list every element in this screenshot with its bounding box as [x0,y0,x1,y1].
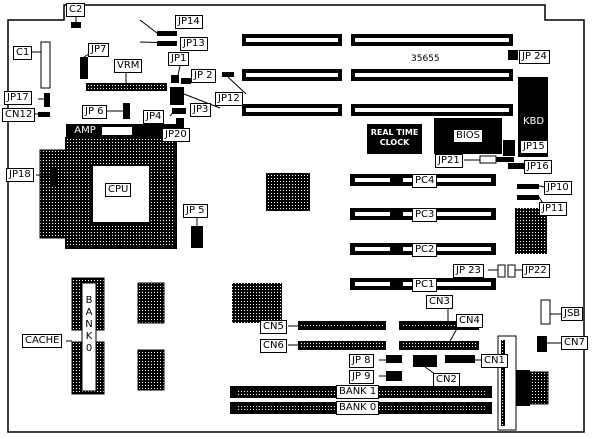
board-outline [7,4,585,433]
label-jp4: JP4 [143,110,165,124]
label-amp: AMP [74,125,96,136]
jp23-jumper [497,264,506,278]
label-jp3: JP3 [190,103,212,117]
label-jp16: JP16 [524,160,552,174]
jp2-jumper [181,78,191,84]
label-jp12: JP12 [215,92,243,106]
label-jp13: JP13 [180,37,208,51]
label-cn6: CN6 [260,339,287,353]
jp5-jumper [191,226,203,248]
real-time-clock-chip [367,124,422,154]
jp8-jumper [386,355,402,363]
label-jp6: JP 6 [82,105,107,119]
label-c1: C1 [13,46,33,60]
label-jp24: JP 24 [519,50,550,64]
c1-connector [40,41,51,89]
jp20-jumper [176,118,184,132]
label-pc1: PC1 [412,278,438,292]
cn2-connector [413,355,437,367]
label-jp2: JP 2 [191,69,216,83]
label-pc3: PC3 [412,208,438,222]
isa-slots [242,34,513,116]
rear-connector [497,335,517,431]
label-jp21: JP21 [435,154,463,168]
label-jp10: JP10 [544,181,572,195]
cn1-connector [445,355,475,363]
label-real-time-clock: REAL TIME CLOCK [370,128,419,147]
leader-lines [32,14,562,377]
label-cache: CACHE [22,334,63,348]
label-jp15: JP15 [520,140,548,154]
label-jp22: JP22 [522,264,550,278]
label-jp20: JP20 [162,128,190,142]
label-cn5: CN5 [260,320,287,334]
label-cn7: CN7 [561,336,588,350]
jp21-jumper [479,155,497,164]
jp10-jumper [517,184,539,189]
label-jp18: JP18 [6,168,34,182]
label-jp23: JP 23 [453,264,484,278]
chipset-chip-2 [232,283,282,323]
label-cn2: CN2 [433,373,460,387]
label-cn12: CN12 [2,108,36,122]
label-bank1: BANK 1 [336,385,380,399]
chipset-chip-1 [266,173,310,211]
jp1-jumper [171,75,179,83]
label-jp7: JP7 [88,43,110,57]
jp9-jumper [386,371,402,381]
label-bios: BIOS [453,129,484,143]
jp17-jumper [44,93,50,107]
jp24-jumper [508,50,518,60]
jp15-jumper [503,140,515,156]
jp4-jumper [172,108,186,114]
jp11-jumper [517,195,539,200]
label-cn3: CN3 [426,295,453,309]
jp18-jumper [50,167,57,185]
jsb-connector [540,299,551,325]
jp22-jumper [507,264,516,278]
label-jp8: JP 8 [349,354,374,368]
label-jsb: JSB [561,307,584,321]
label-cn4: CN4 [456,314,483,328]
label-jp5: JP 5 [183,204,208,218]
label-cn1: CN1 [481,354,508,368]
jp14-jumper [157,31,177,36]
label-jp11: JP11 [539,202,567,216]
label-bank0: BANK 0 [336,401,380,415]
jp3-jumper [170,87,184,105]
jp6-jumper [123,103,130,119]
jp13-jumper [157,41,177,46]
cn7-connector [537,336,547,352]
label-pc4: PC4 [412,174,438,188]
label-cpu: CPU [105,183,132,197]
jp12-jumper [222,72,234,77]
label-jp14: JP14 [175,15,203,29]
c2-connector [71,22,81,28]
label-jp1: JP1 [168,52,190,66]
label-jp9: JP 9 [349,370,374,384]
label-bank0-vertical: BANK 0 [85,295,93,354]
label-kbd: KBD [522,116,546,128]
cn12-jumper [38,112,50,117]
label-c2: C2 [66,3,86,17]
jp7-jumper [80,57,88,79]
label-vrm: VRM [114,59,143,73]
label-jp17: JP17 [4,91,32,105]
label-35655: 35655 [411,54,440,64]
label-pc2: PC2 [412,243,438,257]
